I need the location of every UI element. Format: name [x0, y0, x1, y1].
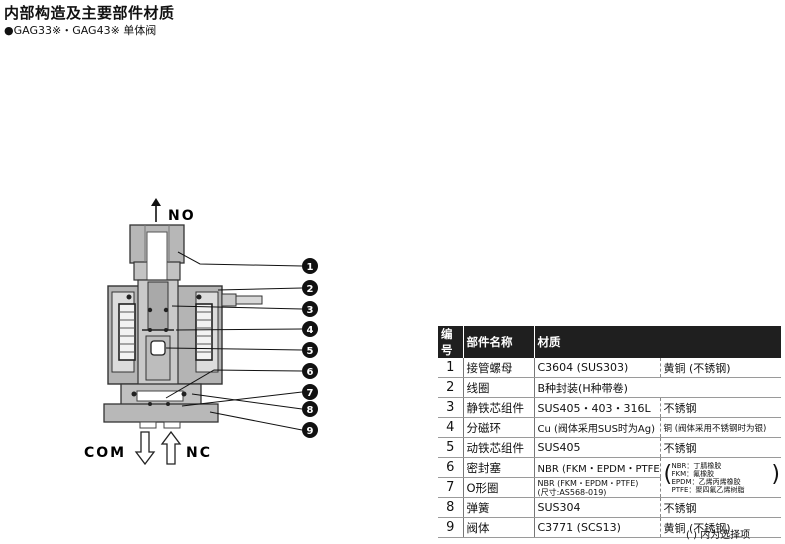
row-part-name: O形圈	[463, 477, 535, 498]
row-number: 2	[438, 377, 464, 398]
callout-5-label: 5	[307, 346, 314, 357]
row-number: 1	[438, 358, 464, 378]
table-row: 1 接管螺母 C3604 (SUS303) 黄铜 (不锈钢)	[438, 358, 781, 378]
row-material: C3771 (SCS13)	[534, 517, 661, 538]
nc-port-arrow	[160, 430, 182, 465]
rubber-notes: ( NBR：丁腈橡胶 FKM：氟橡胶 EPDM：乙烯丙烯橡胶 PTFE：聚四氟乙…	[663, 461, 781, 494]
row-part-name: 动铁芯组件	[463, 437, 535, 458]
callout-1-label: 1	[307, 262, 314, 273]
row-number: 8	[438, 497, 464, 518]
row-number: 5	[438, 437, 464, 458]
no-port-label: NO	[168, 208, 196, 224]
callout-8: 8	[302, 401, 318, 417]
table-row: 4 分磁环 Cu (阀体采用SUS时为Ag) 铜 (阀体采用不锈钢时为银)	[438, 417, 781, 438]
page-subtitle: ●GAG33※・GAG43※ 单体阀	[4, 24, 157, 37]
callout-3-label: 3	[307, 305, 314, 316]
row-part-name: 接管螺母	[463, 358, 535, 378]
page-title: 内部构造及主要部件材质	[4, 4, 175, 22]
row-material-note: (尺寸:AS568-019)	[537, 487, 607, 497]
callout-4-label: 4	[307, 325, 314, 336]
row-part-name: 阀体	[463, 517, 535, 538]
callout-9: 9	[302, 422, 318, 438]
row-material-cn: 黄铜 (不锈钢)	[660, 517, 781, 538]
row-material-cn: 黄铜 (不锈钢)	[660, 358, 781, 378]
callout-3: 3	[302, 301, 318, 317]
no-port-arrow	[151, 198, 161, 222]
row-part-name: 线圈	[463, 377, 535, 398]
table-row: 3 静铁芯组件 SUS405・403・316L 不锈钢	[438, 397, 781, 418]
rubber-note: PTFE：聚四氟乙烯树脂	[671, 485, 745, 494]
row-material-cn: 不锈钢	[660, 497, 781, 518]
row-material-cn: 不锈钢	[660, 437, 781, 458]
valve-body-part	[103, 383, 219, 429]
row-material: C3604 (SUS303)	[534, 358, 661, 378]
paren-right-glyph: )	[771, 461, 780, 487]
callout-9-label: 9	[307, 426, 314, 437]
header-part-name: 部件名称	[463, 326, 535, 358]
rubber-note: EPDM：乙烯丙烯橡胶	[671, 477, 741, 486]
row-material: SUS304	[534, 497, 661, 518]
com-port-arrow	[134, 431, 156, 466]
table-row: 2 线圈 B种封装(H种带卷)	[438, 377, 781, 398]
callout-7: 7	[302, 384, 318, 400]
rubber-note: FKM：氟橡胶	[671, 469, 715, 478]
core-tube-part	[137, 279, 179, 391]
nc-port-label: NC	[186, 445, 212, 461]
coil-housing-part	[107, 285, 263, 385]
row-material-cn: 不锈钢	[660, 397, 781, 418]
rubber-note: NBR：丁腈橡胶	[671, 461, 722, 470]
header-number: 编号	[438, 326, 464, 358]
row-number: 9	[438, 517, 464, 538]
callout-4: 4	[302, 321, 318, 337]
callout-leader-lines	[165, 251, 303, 431]
row-material: NBR (FKM・EPDM・PTFE) (尺寸:AS568-019)	[534, 477, 661, 498]
row-material-main: NBR (FKM・EPDM・PTFE)	[537, 478, 639, 488]
table-row: 5 动铁芯组件 SUS405 不锈钢	[438, 437, 781, 458]
row-number: 4	[438, 417, 464, 438]
callout-1: 1	[302, 258, 318, 274]
callout-5: 5	[302, 342, 318, 358]
row-material: B种封装(H种带卷)	[534, 377, 781, 398]
row-part-name: 弹簧	[463, 497, 535, 518]
row-part-name: 分磁环	[463, 417, 535, 438]
table-row: 6 密封塞 NBR (FKM・EPDM・PTFE) ( NBR：丁腈橡胶 FKM…	[438, 457, 781, 498]
callout-2: 2	[302, 280, 318, 296]
row-number: 6	[438, 457, 464, 478]
footnote-options: ( ) 内为选择项	[686, 530, 751, 541]
table-header-row: 编号 部件名称 材质	[438, 326, 782, 358]
com-port-label: COM	[84, 445, 126, 461]
callout-2-label: 2	[307, 284, 314, 295]
row-part-name: 静铁芯组件	[463, 397, 535, 418]
table-row: 9 阀体 C3771 (SCS13) 黄铜 (不锈钢)	[438, 517, 781, 538]
callout-6-label: 6	[307, 367, 314, 378]
header-material: 材质	[534, 326, 782, 358]
row-material: Cu (阀体采用SUS时为Ag)	[534, 417, 661, 438]
rubber-notes-cell: ( NBR：丁腈橡胶 FKM：氟橡胶 EPDM：乙烯丙烯橡胶 PTFE：聚四氟乙…	[660, 457, 781, 498]
row-part-name: 密封塞	[463, 457, 535, 478]
callout-8-label: 8	[307, 405, 314, 416]
table-row: 7 O形圈 NBR (FKM・EPDM・PTFE) (尺寸:AS568-019)	[438, 477, 781, 498]
tube-nut-part	[129, 224, 185, 283]
row-number: 3	[438, 397, 464, 418]
row-material: SUS405	[534, 437, 661, 458]
row-material-cn: 铜 (阀体采用不锈钢时为银)	[660, 417, 781, 438]
callout-7-label: 7	[307, 388, 314, 399]
callout-6: 6	[302, 363, 318, 379]
paren-left-glyph: (	[663, 461, 673, 487]
table-row: 8 弹簧 SUS304 不锈钢	[438, 497, 781, 518]
parts-material-table: 编号 部件名称 材质 1 接管螺母 C3604 (SUS303) 黄铜 (不锈钢…	[438, 326, 782, 538]
row-material: SUS405・403・316L	[534, 397, 661, 418]
row-material: NBR (FKM・EPDM・PTFE)	[534, 457, 661, 478]
row-number: 7	[438, 477, 464, 498]
